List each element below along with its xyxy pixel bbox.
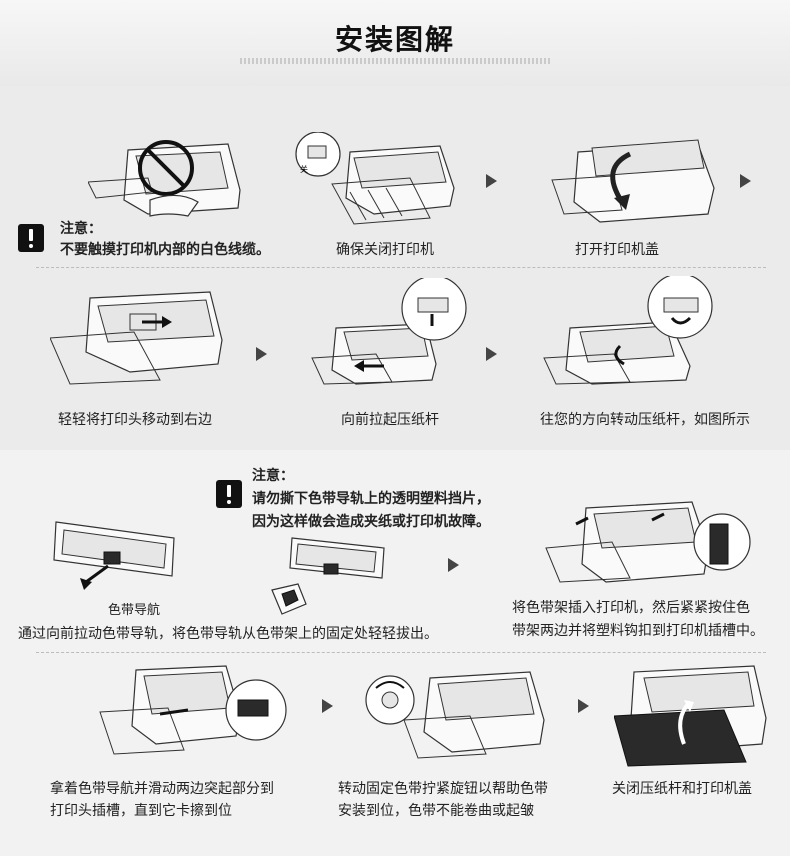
- play-arrow-icon: [322, 699, 333, 713]
- warning-text: 不要触摸打印机内部的白色线缆。: [60, 242, 270, 258]
- play-arrow-icon: [740, 174, 751, 188]
- step-caption-knob-line1: 转动固定色带拧紧旋钮以帮助色带: [338, 781, 548, 797]
- step-caption-slide-guide-line2: 打印头插槽，直到它卡擦到位: [50, 803, 232, 819]
- page-title: 安装图解: [334, 23, 455, 56]
- play-arrow-icon: [486, 174, 497, 188]
- step-caption-printer-off: 确保关闭打印机: [336, 242, 434, 258]
- ribbon-slide-guide-illustration: [99, 665, 287, 755]
- warning-label: 注意：: [60, 221, 102, 237]
- step-caption-rotate-lever: 往您的方向转动压纸杆，如图所示: [540, 412, 750, 428]
- warning-label: 注意：: [252, 468, 294, 484]
- printer-rotate-lever-illustration: [543, 276, 713, 385]
- warning-text-line1: 请勿撕下色带导轨上的透明塑料挡片，: [252, 491, 490, 507]
- play-arrow-icon: [578, 699, 589, 713]
- printer-pull-lever-illustration: [311, 278, 467, 385]
- step-caption-remove-guide: 通过向前拉动色带导轨，将色带导轨从色带架上的固定处轻轻拔出。: [18, 626, 438, 642]
- play-arrow-icon: [448, 558, 459, 572]
- step-caption-slide-guide-line1: 拿着色带导航并滑动两边突起部分到: [50, 781, 274, 797]
- step-caption-knob-line2: 安装到位，色带不能卷曲或起皱: [338, 803, 534, 819]
- step-caption-insert-line1: 将色带架插入打印机，然后紧紧按住色: [512, 600, 750, 616]
- ribbon-guide-detached-illustration: [271, 537, 385, 615]
- step-caption-pull-lever: 向前拉起压纸杆: [341, 412, 439, 428]
- header-decoration: [240, 58, 550, 64]
- step-caption-close: 关闭压纸杆和打印机盖: [612, 781, 752, 797]
- play-arrow-icon: [256, 347, 267, 361]
- svg-text:关: 关: [300, 164, 308, 174]
- ribbon-cartridge-illustration: [53, 521, 175, 590]
- step-caption-move-head: 轻轻将打印头移动到右边: [58, 412, 212, 428]
- ribbon-knob-illustration: [365, 671, 545, 759]
- printer-move-head-illustration: [50, 291, 223, 385]
- printer-closed-illustration: [614, 665, 767, 767]
- divider: [36, 652, 766, 653]
- step-caption-open-cover: 打开打印机盖: [575, 242, 659, 258]
- printer-off-illustration: 关: [295, 132, 455, 225]
- step-caption-insert-line2: 带架两边并将塑料钩扣到打印机插槽中。: [512, 623, 764, 639]
- printer-open-cover-illustration: [551, 139, 715, 223]
- play-arrow-icon: [486, 347, 497, 361]
- ribbon-insert-illustration: [545, 501, 751, 583]
- exclamation-icon: [216, 480, 242, 508]
- printer-no-touch-illustration: [88, 140, 241, 217]
- header-banner: 安装图解: [0, 0, 790, 86]
- ribbon-guide-label: 色带导航: [108, 603, 161, 618]
- divider: [36, 267, 766, 268]
- warning-text-line2: 因为这样做会造成夹纸或打印机故障。: [252, 514, 490, 530]
- exclamation-icon: [18, 224, 44, 252]
